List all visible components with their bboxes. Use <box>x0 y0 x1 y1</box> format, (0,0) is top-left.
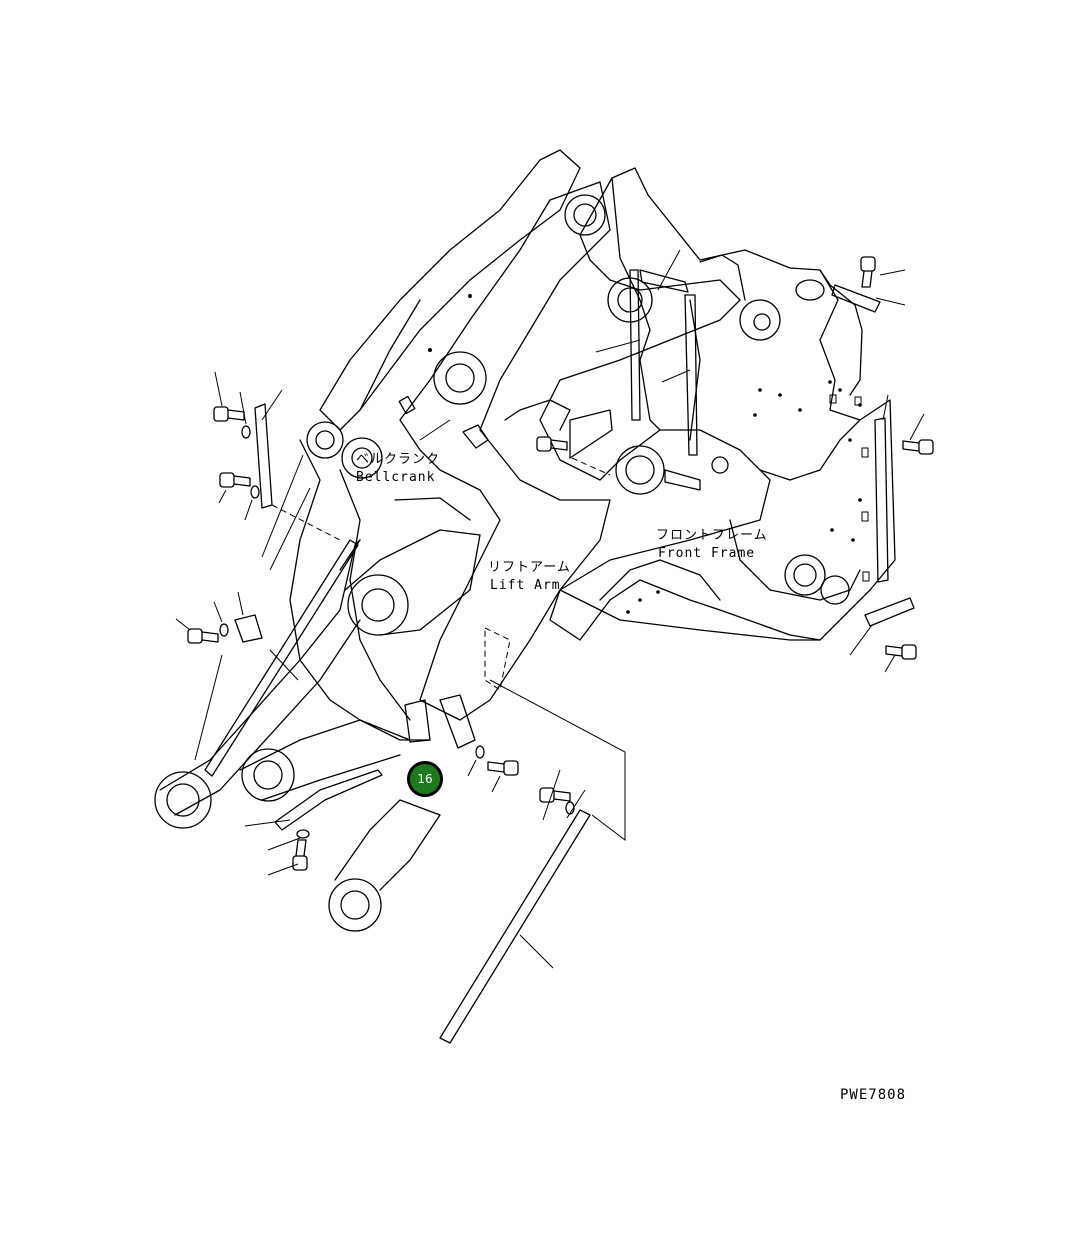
drawing-code: PWE7808 <box>840 1087 907 1103</box>
lift-arm-label-en: Lift Arm <box>490 578 561 593</box>
bellcrank-label-ja: ベルクランク <box>356 452 441 467</box>
lower-linkage-drawing <box>154 539 441 932</box>
guard-strips-drawing <box>204 269 915 1044</box>
part-callout-16[interactable]: 16 <box>407 761 443 797</box>
front-frame-label-en: Front Frame <box>658 546 756 561</box>
leader-lines <box>175 249 925 969</box>
lift-arm-label-ja: リフトアーム <box>488 560 571 575</box>
part-callout-number: 16 <box>417 772 433 786</box>
front-frame-drawing <box>539 167 896 641</box>
lift-arm-drawing <box>399 181 626 842</box>
bellcrank-label-en: Bellcrank <box>356 470 436 485</box>
bolts-drawing <box>187 256 934 871</box>
front-frame-label-ja: フロントフレーム <box>656 528 768 543</box>
